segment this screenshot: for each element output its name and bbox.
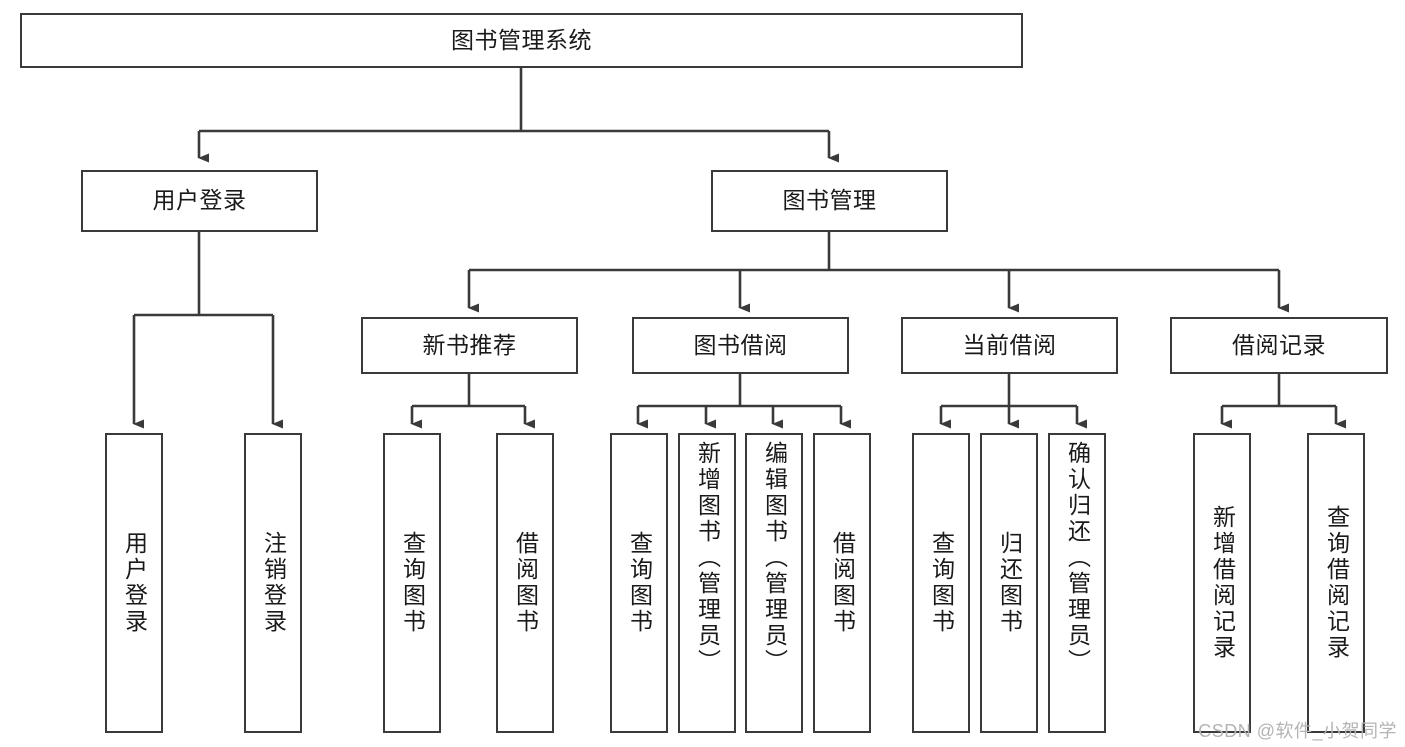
node-new-book-recommend[interactable]: 新书推荐 <box>361 317 578 374</box>
node-label: 借阅图书 <box>512 531 539 635</box>
leaf-add-book-admin[interactable]: 新增图书（管理员） <box>678 433 736 733</box>
node-label: 图书管理系统 <box>451 26 592 53</box>
node-label: 注销登录 <box>260 531 287 635</box>
node-book-borrow[interactable]: 图书借阅 <box>632 317 849 374</box>
node-label: 图书管理 <box>782 187 877 214</box>
leaf-logout-login[interactable]: 注销登录 <box>244 433 302 733</box>
node-label: 新增图书（管理员） <box>694 441 721 675</box>
node-label: 确认归还（管理员） <box>1064 441 1091 675</box>
leaf-borrow-book-recommend[interactable]: 借阅图书 <box>496 433 554 733</box>
node-current-borrow[interactable]: 当前借阅 <box>901 317 1118 374</box>
node-label: 用户登录 <box>121 531 148 635</box>
node-label: 新书推荐 <box>422 331 517 358</box>
leaf-confirm-return-admin[interactable]: 确认归还（管理员） <box>1048 433 1106 733</box>
node-label: 查询借阅记录 <box>1323 505 1350 661</box>
leaf-add-borrow-record[interactable]: 新增借阅记录 <box>1193 433 1251 733</box>
leaf-return-book[interactable]: 归还图书 <box>980 433 1038 733</box>
leaf-edit-book-admin[interactable]: 编辑图书（管理员） <box>745 433 803 733</box>
node-borrow-record[interactable]: 借阅记录 <box>1170 317 1388 374</box>
leaf-query-book-borrow[interactable]: 查询图书 <box>610 433 668 733</box>
leaf-query-book-current[interactable]: 查询图书 <box>912 433 970 733</box>
node-book-management[interactable]: 图书管理 <box>711 170 948 232</box>
leaf-query-book-recommend[interactable]: 查询图书 <box>383 433 441 733</box>
leaf-query-borrow-record[interactable]: 查询借阅记录 <box>1307 433 1365 733</box>
node-user-login[interactable]: 用户登录 <box>81 170 318 232</box>
node-label: 编辑图书（管理员） <box>761 441 788 675</box>
leaf-borrow-book-borrow[interactable]: 借阅图书 <box>813 433 871 733</box>
node-label: 查询图书 <box>928 531 955 635</box>
node-label: 查询图书 <box>399 531 426 635</box>
watermark-text: CSDN @软件_小贺同学 <box>1198 721 1397 741</box>
leaf-user-login[interactable]: 用户登录 <box>105 433 163 733</box>
node-label: 借阅记录 <box>1232 331 1326 358</box>
node-label: 归还图书 <box>996 531 1023 635</box>
node-label: 图书借阅 <box>693 331 788 358</box>
node-label: 当前借阅 <box>962 331 1057 358</box>
node-label: 查询图书 <box>626 531 653 635</box>
node-label: 新增借阅记录 <box>1209 505 1236 661</box>
node-label: 用户登录 <box>152 187 247 214</box>
node-book-management-system[interactable]: 图书管理系统 <box>20 13 1023 68</box>
node-label: 借阅图书 <box>829 531 856 635</box>
